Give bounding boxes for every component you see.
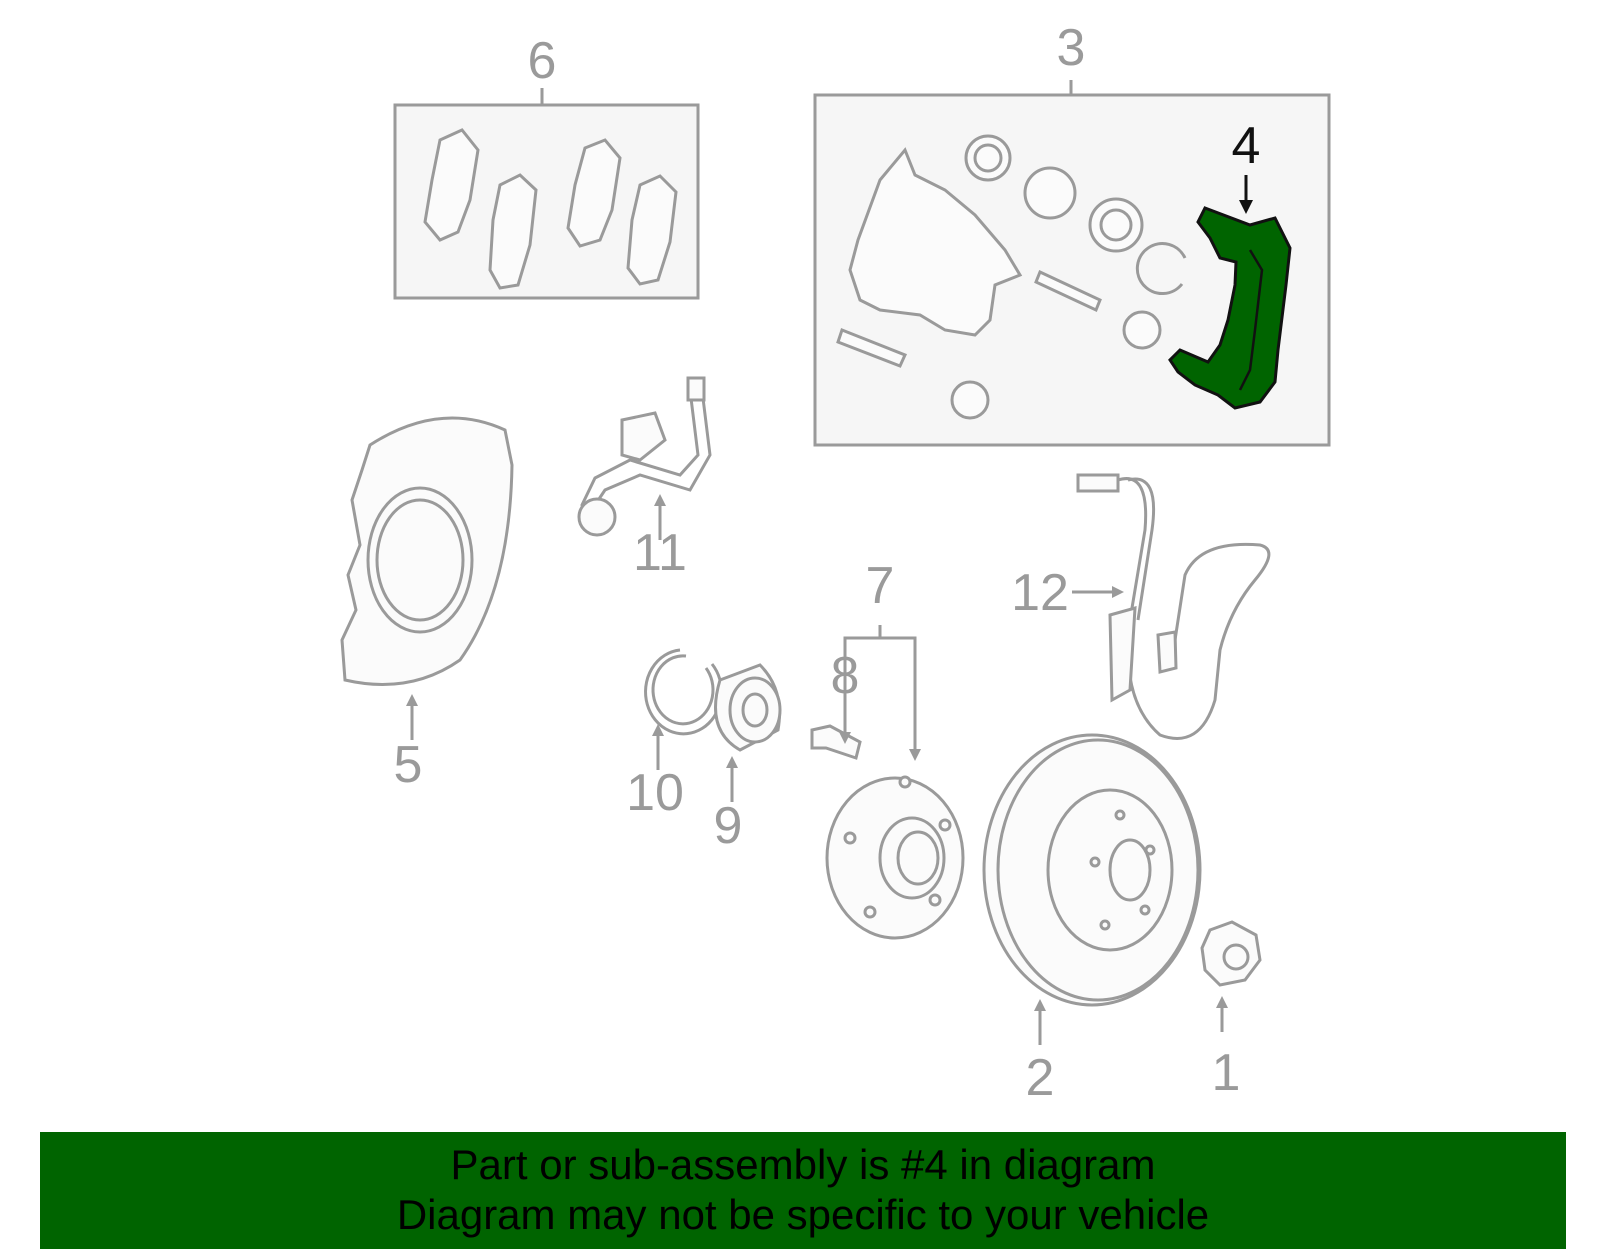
pad-2 <box>488 173 538 290</box>
caliper-piston <box>1023 166 1077 220</box>
callout-2: 2 <box>1026 1049 1055 1107</box>
caliper-bracket-inner-edge <box>1238 249 1264 391</box>
part-11-brake-hose[interactable] <box>577 376 712 540</box>
part-10-snap-ring[interactable] <box>644 648 724 770</box>
rotor-hole-1 <box>1114 809 1126 821</box>
rotor-bore <box>1108 838 1152 902</box>
caliper-body <box>848 147 1023 337</box>
callout-9: 9 <box>714 797 743 855</box>
callout-6: 6 <box>528 32 557 90</box>
callout-11: 11 <box>633 524 687 582</box>
rotor-vent <box>996 738 1200 1002</box>
rotor-hole-3 <box>1139 904 1151 916</box>
banner-line-2: Diagram may not be specific to your vehi… <box>396 1191 1210 1238</box>
callout-8: 8 <box>831 647 860 705</box>
guide-pin-1 <box>1034 269 1102 313</box>
caliper-seal-2-inner <box>1099 208 1133 242</box>
sensor-wire-2 <box>1127 477 1156 621</box>
callout-12: 12 <box>1011 564 1069 622</box>
dust-shield-hole <box>375 498 465 622</box>
part-7-wheel-hub[interactable] <box>825 625 965 940</box>
hub-nut-center <box>1222 943 1250 971</box>
rotor-hole-5 <box>1089 856 1101 868</box>
dust-shield-ring <box>366 486 474 634</box>
callout-3: 3 <box>1057 19 1086 77</box>
hub-bolt-hole-5 <box>843 831 857 845</box>
snap-ring-10-inner <box>651 654 715 726</box>
part-12-abs-sensor[interactable] <box>1072 473 1271 740</box>
stud-shape <box>810 724 862 760</box>
sensor-clip-2 <box>1156 630 1178 674</box>
part-1-hub-nut[interactable] <box>1200 920 1262 1032</box>
callout-10: 10 <box>626 764 684 822</box>
snap-ring-10 <box>644 648 724 736</box>
caliper-seal-1-inner <box>973 143 1003 173</box>
hub-bolt-hole-1 <box>898 775 912 789</box>
parts-diagram: 6 3 4 11 5 7 8 10 9 12 2 1 <box>340 19 1331 1107</box>
rotor-hole-2 <box>1144 844 1156 856</box>
info-banner: Part or sub-assembly is #4 in diagram Di… <box>40 1132 1566 1249</box>
snap-ring <box>1135 242 1187 296</box>
part-2-brake-rotor[interactable] <box>982 733 1202 1045</box>
callout-7: 7 <box>866 557 895 615</box>
pad-1 <box>423 128 480 242</box>
hose-bracket <box>620 411 667 462</box>
caliper-bracket-shape <box>1168 206 1292 410</box>
sensor-wire <box>1117 477 1271 740</box>
part-4-caliper-bracket[interactable] <box>1168 175 1292 410</box>
rotor-hole-4 <box>1099 919 1111 931</box>
banjo-fitting <box>577 497 617 537</box>
part-6-brake-pads[interactable] <box>393 88 700 300</box>
callout-4: 4 <box>1232 117 1261 175</box>
pad-3 <box>566 138 622 248</box>
guide-pin-2 <box>836 328 908 368</box>
sensor-clip-1 <box>1108 605 1137 703</box>
hub-bolt-hole-3 <box>928 893 942 907</box>
sensor-connector <box>1076 473 1120 493</box>
part-9-wheel-bearing[interactable] <box>714 663 782 802</box>
part-8-wheel-stud[interactable] <box>810 705 862 760</box>
part-5-dust-shield[interactable] <box>340 416 514 740</box>
banner-line-1: Part or sub-assembly is #4 in diagram <box>450 1141 1156 1188</box>
hose-line-outer <box>593 389 712 506</box>
pad-4 <box>626 174 678 286</box>
bushing-1 <box>1122 310 1162 350</box>
bearing-bore <box>741 692 769 728</box>
hub-bore <box>896 830 940 886</box>
callout-5: 5 <box>394 736 423 794</box>
hub-bolt-hole-2 <box>938 818 952 832</box>
callout-1: 1 <box>1212 1044 1241 1102</box>
hose-end-fitting <box>686 376 706 402</box>
bushing-2 <box>950 380 990 420</box>
hub-bolt-hole-4 <box>863 905 877 919</box>
